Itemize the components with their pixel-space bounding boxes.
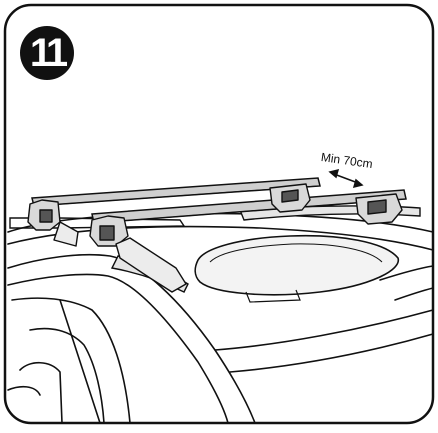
sunroof	[194, 234, 399, 303]
step-number-badge: 11	[20, 26, 74, 80]
rack-feet	[27, 183, 403, 293]
distance-arrow	[328, 168, 364, 189]
step-number: 11	[29, 31, 68, 75]
